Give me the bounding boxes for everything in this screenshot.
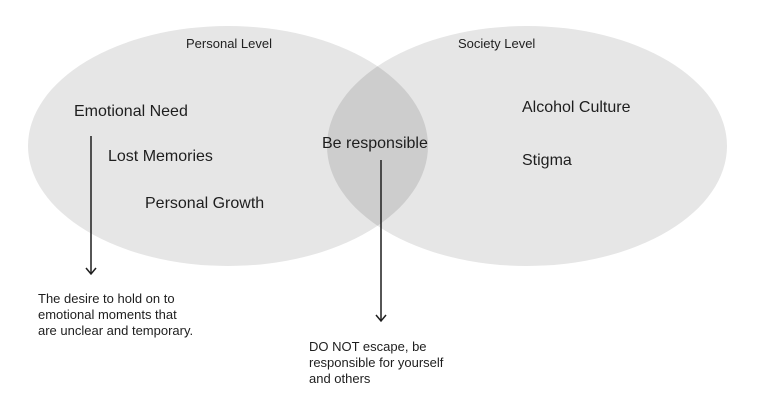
be-responsible-arrow <box>375 160 387 323</box>
personal-level-title: Personal Level <box>186 36 272 51</box>
emotional-need-arrow <box>85 136 97 276</box>
svg-text:and others: and others <box>309 371 371 386</box>
be-responsible-note: DO NOT escape, be responsible for yourse… <box>309 339 444 386</box>
item-stigma: Stigma <box>522 152 572 169</box>
svg-text:emotional moments that: emotional moments that <box>38 307 177 322</box>
svg-text:responsible for yourself: responsible for yourself <box>309 355 444 370</box>
society-level-title: Society Level <box>458 36 535 51</box>
item-lost-memories: Lost Memories <box>108 148 213 165</box>
personal-level-circle <box>28 26 428 266</box>
emotional-need-note: The desire to hold on to emotional momen… <box>38 291 193 338</box>
svg-text:are unclear and temporary.: are unclear and temporary. <box>38 323 193 338</box>
svg-text:The desire to hold on to: The desire to hold on to <box>38 291 175 306</box>
item-emotional-need: Emotional Need <box>74 103 188 120</box>
svg-text:DO NOT escape, be: DO NOT escape, be <box>309 339 427 354</box>
society-level-circle <box>327 26 727 266</box>
item-alcohol-culture: Alcohol Culture <box>522 99 631 116</box>
item-personal-growth: Personal Growth <box>145 195 264 212</box>
overlap-label: Be responsible <box>322 135 428 152</box>
